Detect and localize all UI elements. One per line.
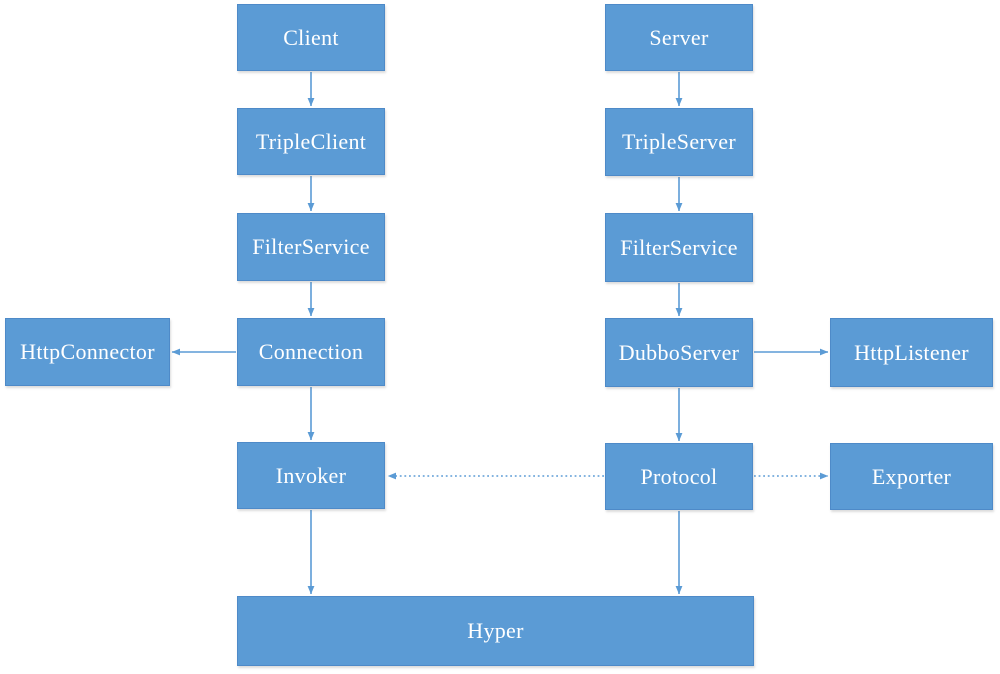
node-connection: Connection bbox=[237, 318, 385, 386]
node-exporter: Exporter bbox=[830, 443, 993, 510]
node-invoker: Invoker bbox=[237, 442, 385, 509]
node-protocol: Protocol bbox=[605, 443, 753, 510]
node-filter-service-client: FilterService bbox=[237, 213, 385, 281]
node-triple-client: TripleClient bbox=[237, 108, 385, 175]
node-hyper: Hyper bbox=[237, 596, 754, 666]
node-triple-server: TripleServer bbox=[605, 108, 753, 176]
node-server: Server bbox=[605, 4, 753, 71]
node-http-listener: HttpListener bbox=[830, 318, 993, 387]
node-filter-service-server: FilterService bbox=[605, 213, 753, 282]
node-http-connector: HttpConnector bbox=[5, 318, 170, 386]
node-dubbo-server: DubboServer bbox=[605, 318, 753, 387]
node-client: Client bbox=[237, 4, 385, 71]
